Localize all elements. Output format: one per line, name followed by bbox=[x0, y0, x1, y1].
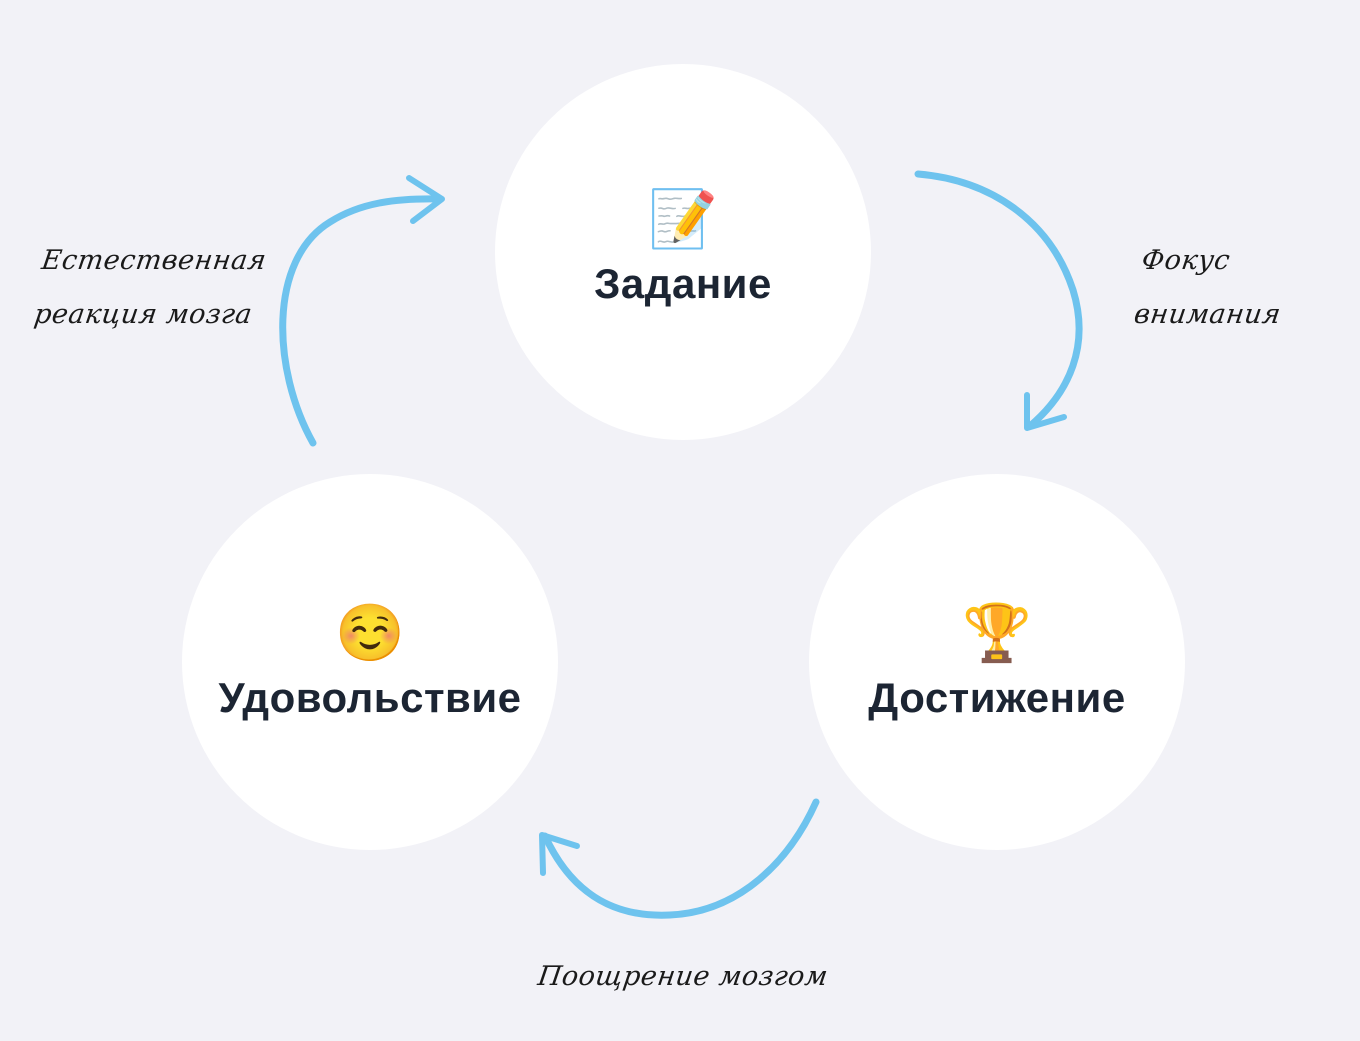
node-label-achievement: Достижение bbox=[868, 674, 1126, 721]
node-label-task: Задание bbox=[594, 260, 772, 307]
edge-label-brain-reward: Поощрение мозгом bbox=[534, 950, 831, 1004]
edge-label-line: Поощрение мозгом bbox=[535, 961, 830, 992]
edge-label-natural-reaction: Естественная реакция мозга bbox=[30, 234, 270, 342]
arrowhead-task-to-achievement bbox=[1024, 392, 1067, 431]
arrow-pleasure-to-task bbox=[279, 195, 444, 447]
edge-label-line: Фокус bbox=[1139, 245, 1233, 276]
edge-label-attention-focus: Фокус внимания bbox=[1130, 234, 1292, 342]
node-task: 📝 Задание bbox=[495, 64, 871, 440]
arrowhead-achievement-to-pleasure bbox=[539, 832, 580, 876]
arrow-task-to-achievement bbox=[914, 170, 1083, 430]
node-label-pleasure: Удовольствие bbox=[218, 674, 522, 721]
node-pleasure: ☺️ Удовольствие bbox=[182, 474, 558, 850]
edge-label-line: Естественная bbox=[39, 245, 269, 276]
trophy-icon: 🏆 bbox=[962, 601, 1032, 666]
edge-label-line: внимания bbox=[1132, 299, 1283, 330]
arrow-achievement-to-pleasure bbox=[541, 798, 820, 919]
memo-pencil-icon: 📝 bbox=[648, 187, 718, 252]
arrowhead-pleasure-to-task bbox=[406, 175, 445, 224]
edge-label-line: реакция мозга bbox=[32, 299, 255, 330]
node-achievement: 🏆 Достижение bbox=[809, 474, 1185, 850]
smiling-face-icon: ☺️ bbox=[335, 601, 405, 666]
